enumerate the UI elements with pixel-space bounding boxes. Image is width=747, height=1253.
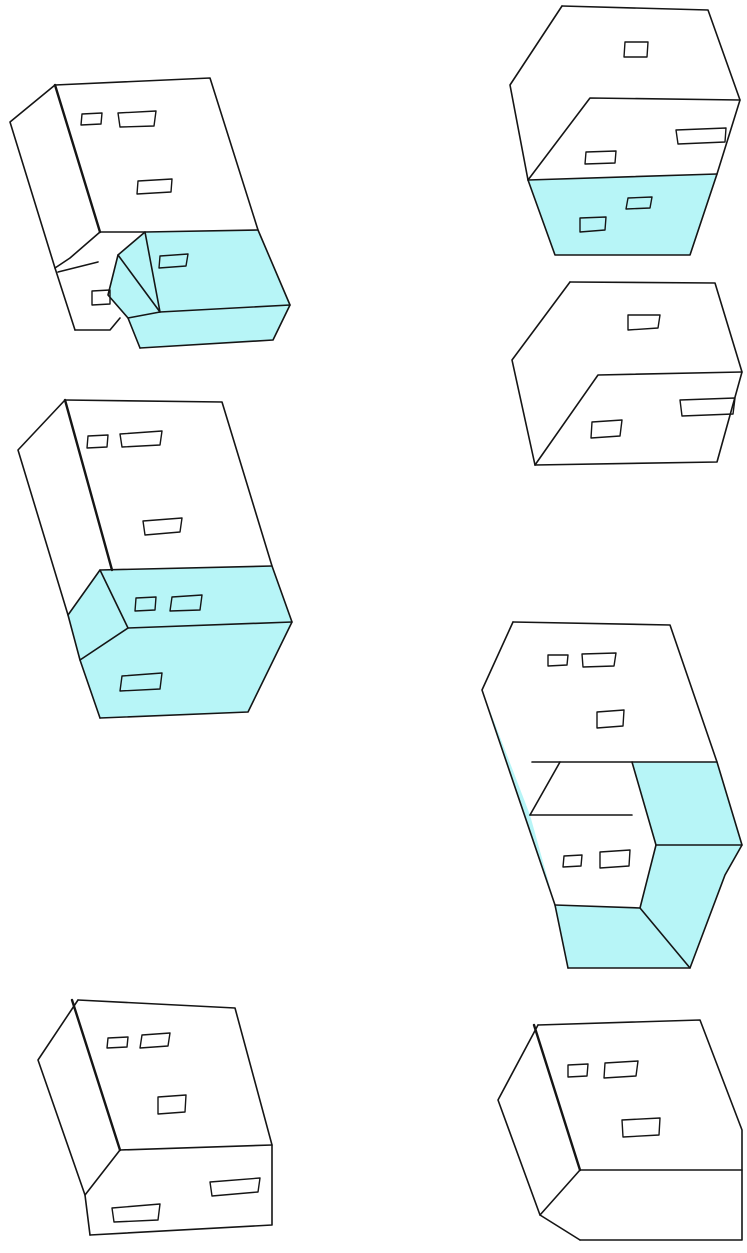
outline — [78, 1000, 272, 1235]
window — [622, 1118, 660, 1137]
outline — [55, 85, 100, 232]
window — [563, 855, 582, 867]
window — [624, 42, 648, 57]
outline — [538, 1020, 742, 1240]
building-sketch-d — [510, 6, 740, 255]
outline — [540, 1170, 580, 1215]
outline — [72, 1000, 120, 1150]
highlighted-volume — [528, 174, 717, 255]
outline — [85, 1150, 120, 1195]
window — [585, 151, 616, 164]
outline — [512, 282, 570, 465]
window — [597, 710, 624, 728]
building-sketch-e — [512, 282, 742, 465]
outline — [120, 1145, 272, 1150]
window — [600, 850, 630, 868]
window — [81, 113, 102, 125]
highlighted-volume — [482, 690, 742, 968]
outline — [528, 98, 740, 180]
window — [137, 179, 172, 194]
highlighted-volume — [68, 566, 292, 718]
outline — [58, 262, 98, 272]
outline — [510, 6, 562, 180]
window — [568, 1064, 588, 1077]
highlighted-volume — [108, 230, 290, 348]
building-sketch-a — [10, 78, 290, 348]
window — [120, 431, 162, 447]
window — [112, 1204, 160, 1222]
building-sketch-g — [498, 1020, 742, 1240]
outline — [530, 762, 560, 815]
window — [591, 420, 622, 438]
window — [143, 518, 182, 535]
window — [87, 435, 108, 448]
window — [582, 653, 616, 667]
building-sketch-c — [38, 1000, 272, 1235]
window — [107, 1037, 128, 1048]
outline — [65, 400, 112, 570]
window — [92, 290, 110, 305]
outline — [535, 372, 742, 465]
window — [628, 315, 660, 330]
window — [680, 398, 735, 416]
window — [158, 1095, 186, 1114]
outline — [482, 622, 568, 968]
window — [210, 1178, 260, 1196]
outline — [75, 318, 120, 330]
outline — [534, 1025, 580, 1170]
building-sketch-f — [482, 622, 742, 968]
window — [676, 128, 726, 144]
building-sketch-b — [18, 400, 292, 718]
window — [140, 1033, 170, 1048]
window — [118, 111, 156, 127]
window — [548, 655, 568, 666]
outline — [555, 845, 656, 908]
window — [604, 1061, 638, 1078]
